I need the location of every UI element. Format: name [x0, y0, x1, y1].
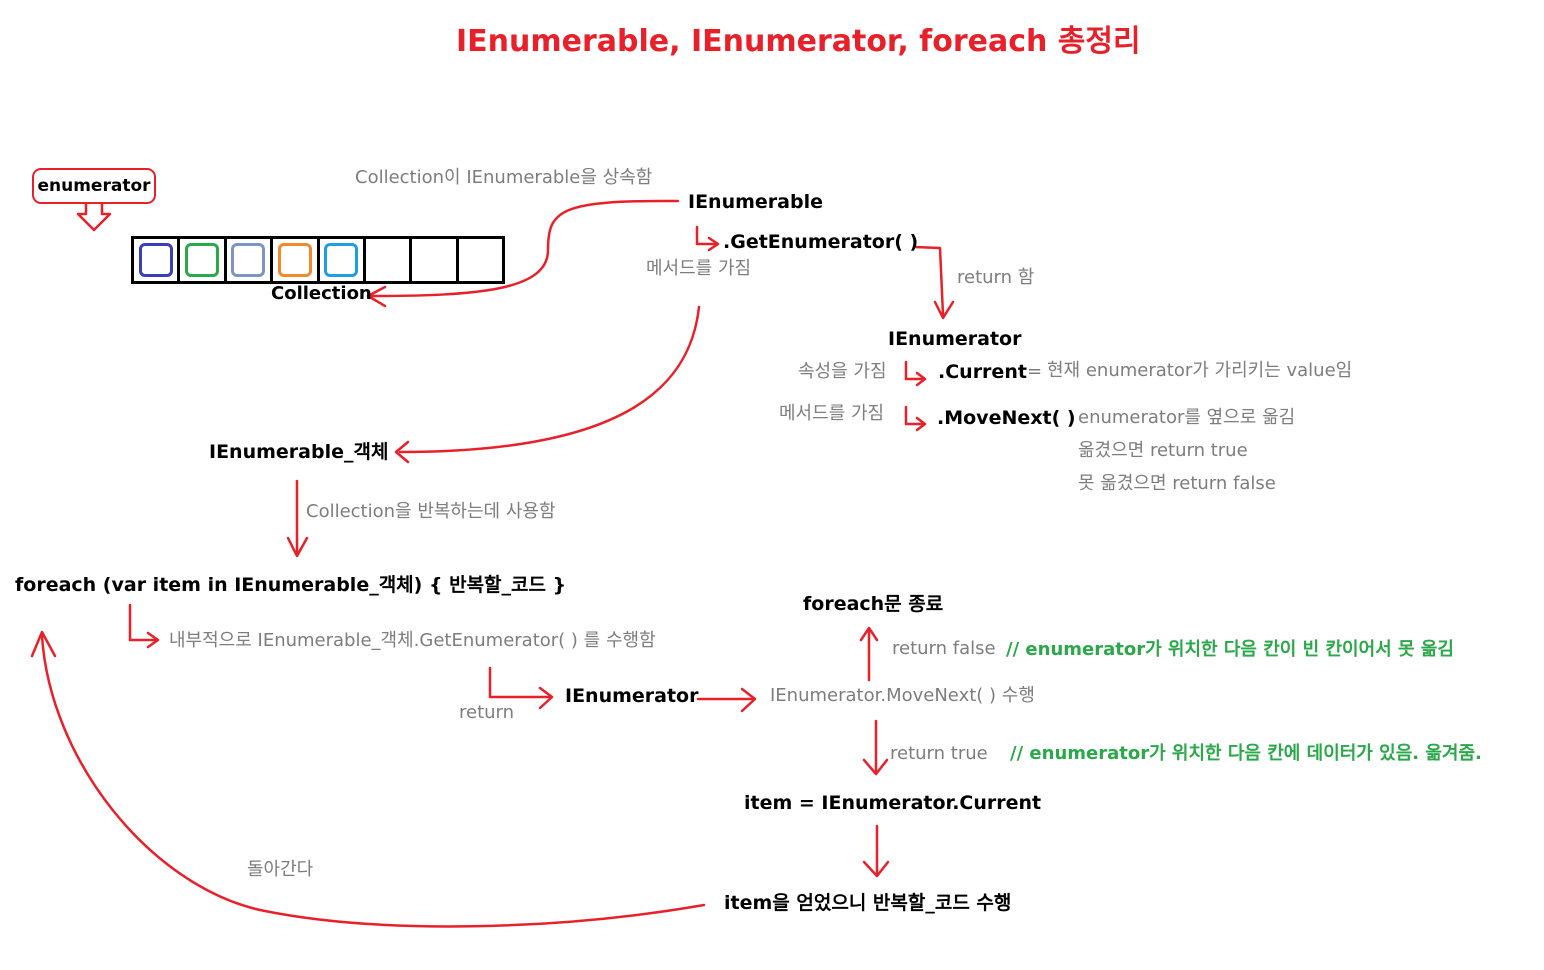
internal-note: 내부적으로 IEnumerable_객체.GetEnumerator( ) 를 … [169, 630, 656, 651]
loop-arrow-head [30, 630, 57, 658]
collection-cell [273, 239, 320, 281]
false-comment: // enumerator가 위치한 다음 칸이 빈 칸이어서 못 옮김 [1006, 639, 1454, 660]
method-arrow-head [707, 236, 720, 252]
foreach-end: foreach문 종료 [803, 593, 944, 615]
return-false-label: return false [892, 638, 996, 659]
current-equals: = [1027, 361, 1043, 382]
object-arrow [398, 305, 701, 454]
return2-arrow-head [538, 686, 554, 710]
collection-slot [324, 243, 359, 277]
ienumerator-node: IEnumerator [565, 685, 699, 707]
return-note: return 함 [957, 267, 1035, 288]
usage-note: Collection을 반복하는데 사용함 [306, 501, 556, 522]
true-comment: // enumerator가 위치한 다음 칸에 데이터가 있음. 옮겨줌. [1010, 743, 1482, 764]
ienumerable-object: IEnumerable_객체 [209, 441, 389, 463]
collection-cell-empty [459, 239, 502, 281]
prop-arrow [904, 360, 926, 381]
current-property: .Current [938, 361, 1027, 383]
collection-cell [227, 239, 274, 281]
moved-false-note: 못 옮겼으면 return false [1078, 473, 1276, 494]
prop-note: 속성을 가짐 [798, 361, 887, 382]
loop-arrow [40, 634, 706, 928]
internal-arrow-head [146, 631, 160, 649]
return-arrow [912, 245, 945, 317]
collection-cell [320, 239, 366, 281]
usage-arrow-head [286, 536, 309, 558]
enumerator-pointer-label: enumerator [37, 176, 151, 196]
inherit-note: Collection이 IEnumerable을 상속함 [355, 167, 653, 188]
collection-slot [277, 243, 312, 277]
collection-cell [134, 239, 181, 281]
return-arrow-head [933, 300, 955, 320]
enumerator-pointer: enumerator [32, 168, 156, 204]
collection-slot [231, 243, 266, 277]
movenext-method-note: 메서드를 가짐 [779, 403, 885, 424]
collection-slot [185, 243, 220, 277]
ienumerator-title: IEnumerator [888, 328, 1022, 350]
object-arrow-head [394, 440, 410, 464]
collection-label: Collection [271, 283, 372, 304]
movenext-arrow [904, 405, 926, 426]
prop-arrow-head [915, 371, 927, 387]
ienumerable-title: IEnumerable [688, 191, 823, 213]
inherit-arrow [368, 199, 680, 298]
collection-slot [138, 243, 173, 277]
inherit-arrow-head [366, 285, 387, 308]
movenext-call: IEnumerator.MoveNext( ) 수행 [770, 685, 1035, 706]
return-label: return [459, 702, 515, 723]
item-assign: item = IEnumerator.Current [744, 792, 1042, 814]
collection-cell-empty [366, 239, 413, 281]
collection-cell [180, 239, 227, 281]
false-arrow-head [859, 626, 879, 642]
movenext-arrow-head [915, 416, 927, 432]
getenumerator-method: .GetEnumerator( ) [723, 231, 919, 253]
method-arrow [695, 225, 718, 246]
current-description: 현재 enumerator가 가리키는 value임 [1047, 360, 1353, 381]
internal-arrow [128, 603, 157, 642]
page-title: IEnumerable, IEnumerator, foreach 총정리 [456, 24, 1141, 59]
pointer-arrow [76, 199, 112, 232]
collection-array [131, 236, 505, 284]
movenext-method: .MoveNext( ) [937, 407, 1076, 429]
true-arrow-head [862, 758, 889, 776]
execute-code: item을 얻었으니 반복할_코드 수행 [724, 892, 1012, 914]
method-note: 메서드를 가짐 [646, 258, 752, 279]
loop-back-note: 돌아간다 [247, 859, 314, 880]
return2-arrow [488, 666, 552, 699]
foreach-statement: foreach (var item in IEnumerable_객체) { 반… [15, 574, 567, 596]
movenext-call-arrow-head [740, 687, 757, 713]
moved-true-note: 옮겼으면 return true [1078, 440, 1248, 461]
collection-cell-empty [412, 239, 459, 281]
assign-arrow-head [862, 860, 890, 878]
return-true-label: return true [890, 743, 988, 764]
movenext-description: enumerator를 옆으로 옮김 [1078, 407, 1296, 428]
